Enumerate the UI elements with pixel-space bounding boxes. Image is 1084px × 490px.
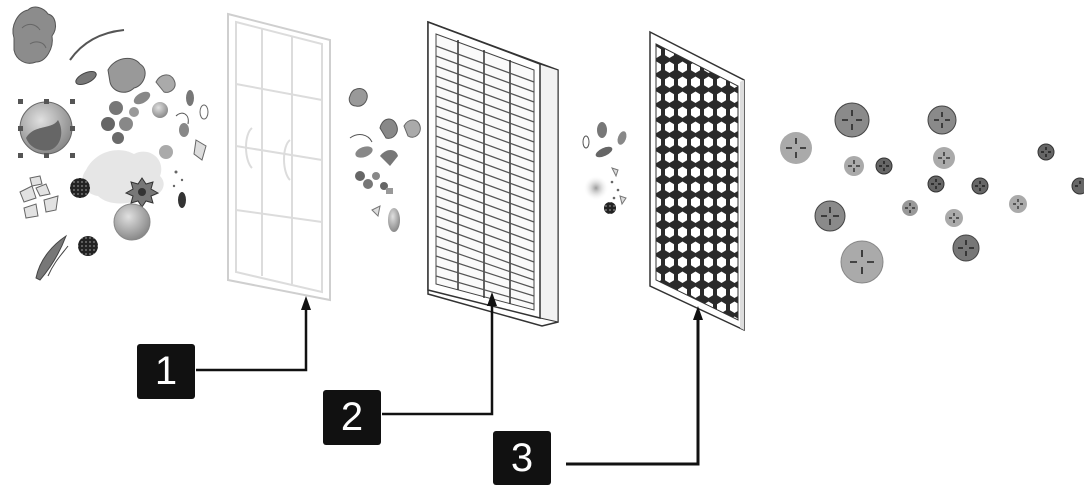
carbon-filter-panel [649,30,745,332]
leader-line-3 [566,306,703,466]
callout-label-1: 1 [137,344,195,399]
selected-particle-icon [18,99,75,158]
pre-filter-panel [227,12,331,302]
dust-clump-icon [12,6,56,64]
callout-label-3: 3 [493,431,551,485]
pollen-seed-icon [75,71,97,85]
grass-leaf-icon [35,234,68,281]
leaf-fragment-icon [107,57,146,93]
molecule-icon [101,101,139,144]
particle-icon [945,209,963,227]
leader-line-1 [196,296,311,372]
particle-icon [844,156,864,176]
hepa-filter-panel [427,20,559,327]
leader-line-2 [382,292,497,416]
pollutant-cluster-large [12,6,209,281]
particle-icon [1009,195,1027,213]
particle-icon [927,175,945,193]
particle-icon [902,200,918,216]
particle-icon [814,200,846,232]
particle-icon [780,132,812,164]
spore-icon [70,178,90,198]
particle-icon [840,240,884,284]
callout-label-2: 2 [323,390,381,445]
particle-icon [952,234,980,262]
debris-icon [19,175,59,219]
particle-icon-partial [1071,177,1084,195]
particle-icon [971,177,989,195]
clean-particles [780,102,1084,284]
spore-icon-2 [78,236,98,256]
particle-icon [933,147,955,169]
pollutant-cluster-medium [348,88,421,232]
particle-icon [1037,143,1055,161]
particle-icon [927,105,957,135]
pollutant-cluster-small [582,122,627,214]
particle-icon [834,102,870,138]
particle-icon [875,157,893,175]
